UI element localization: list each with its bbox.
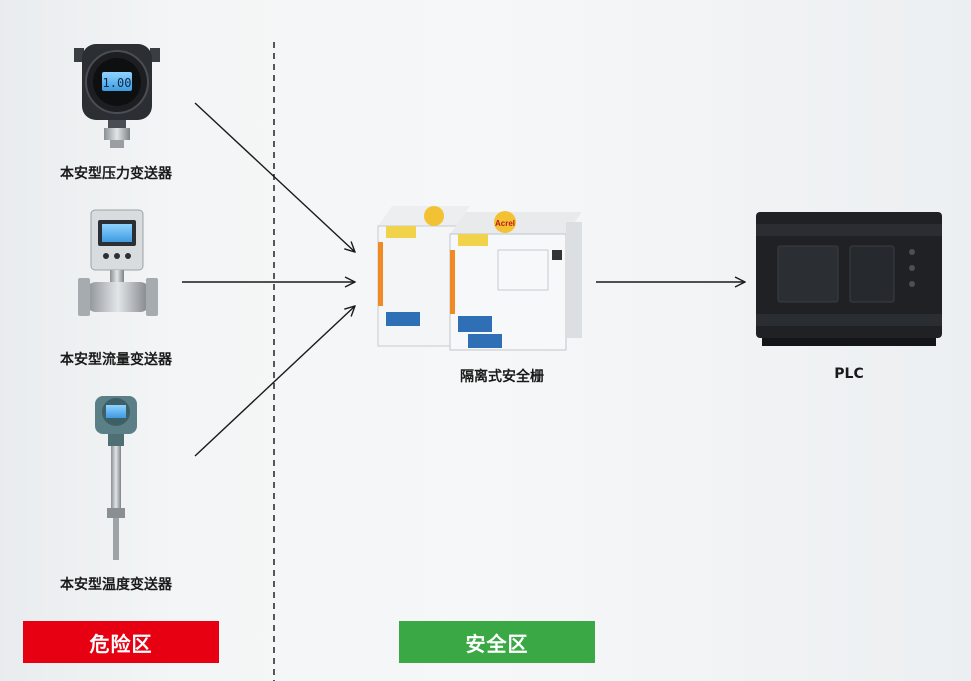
pressure-transmitter-label: 本安型压力变送器 — [60, 166, 172, 182]
arrow-pressure-to-barrier — [194, 102, 355, 252]
safe-zone-badge: 安全区 — [399, 621, 595, 663]
plc-label: PLC — [834, 366, 864, 382]
hazard-zone-badge: 危险区 — [23, 621, 219, 663]
temperature-transmitter-label: 本安型温度变送器 — [60, 577, 172, 593]
plc-icon — [756, 212, 942, 346]
flow-transmitter-label: 本安型流量变送器 — [60, 352, 172, 368]
isolation-barrier-icon: Acrel — [377, 206, 582, 351]
barrier-brand-logo: Acrel — [495, 219, 515, 228]
arrow-temperature-to-barrier — [194, 306, 355, 457]
isolation-barrier-label: 隔离式安全栅 — [460, 369, 544, 385]
flow-transmitter-icon — [78, 209, 158, 316]
temperature-transmitter-icon — [95, 396, 137, 560]
pressure-display-reading: 1.00 — [103, 76, 132, 90]
pressure-transmitter-icon: 1.00 — [74, 44, 160, 148]
